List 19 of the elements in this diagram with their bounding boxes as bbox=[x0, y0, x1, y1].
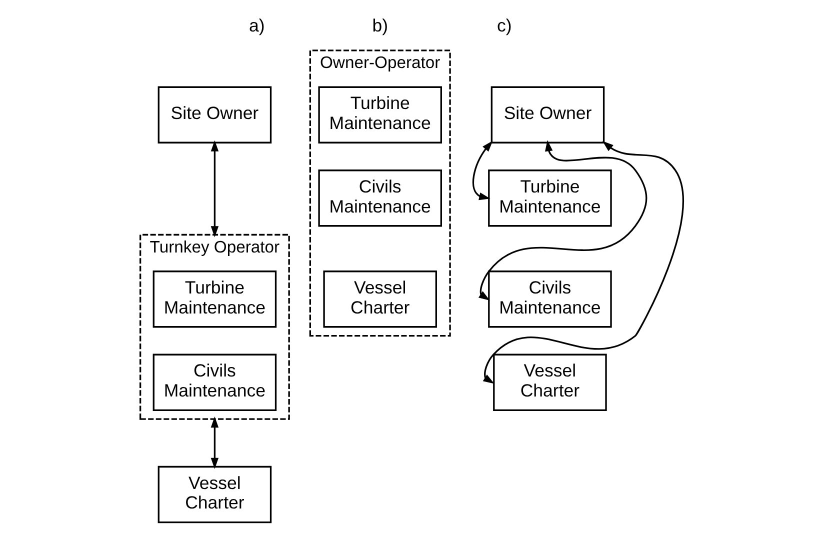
node-box: Civils Maintenance bbox=[152, 354, 276, 411]
arrow bbox=[482, 141, 684, 384]
label: a) bbox=[248, 15, 264, 36]
node-box: Civils Maintenance bbox=[488, 270, 612, 328]
node-box: Turbine Maintenance bbox=[152, 270, 276, 328]
arrow bbox=[210, 416, 218, 469]
node-box: Turbine Maintenance bbox=[318, 86, 442, 144]
arrow bbox=[472, 140, 492, 200]
node-box: Site Owner bbox=[157, 86, 272, 144]
node-box: Site Owner bbox=[490, 86, 604, 144]
node-box: Vessel Charter bbox=[322, 270, 436, 328]
arrow bbox=[478, 140, 647, 301]
node-box: Turbine Maintenance bbox=[488, 170, 612, 227]
label: b) bbox=[372, 15, 388, 36]
label: c) bbox=[496, 15, 512, 36]
node-box: Civils Maintenance bbox=[318, 170, 442, 227]
node-box: Vessel Charter bbox=[492, 354, 606, 411]
arrow bbox=[210, 140, 218, 238]
node-box: Vessel Charter bbox=[157, 466, 272, 524]
